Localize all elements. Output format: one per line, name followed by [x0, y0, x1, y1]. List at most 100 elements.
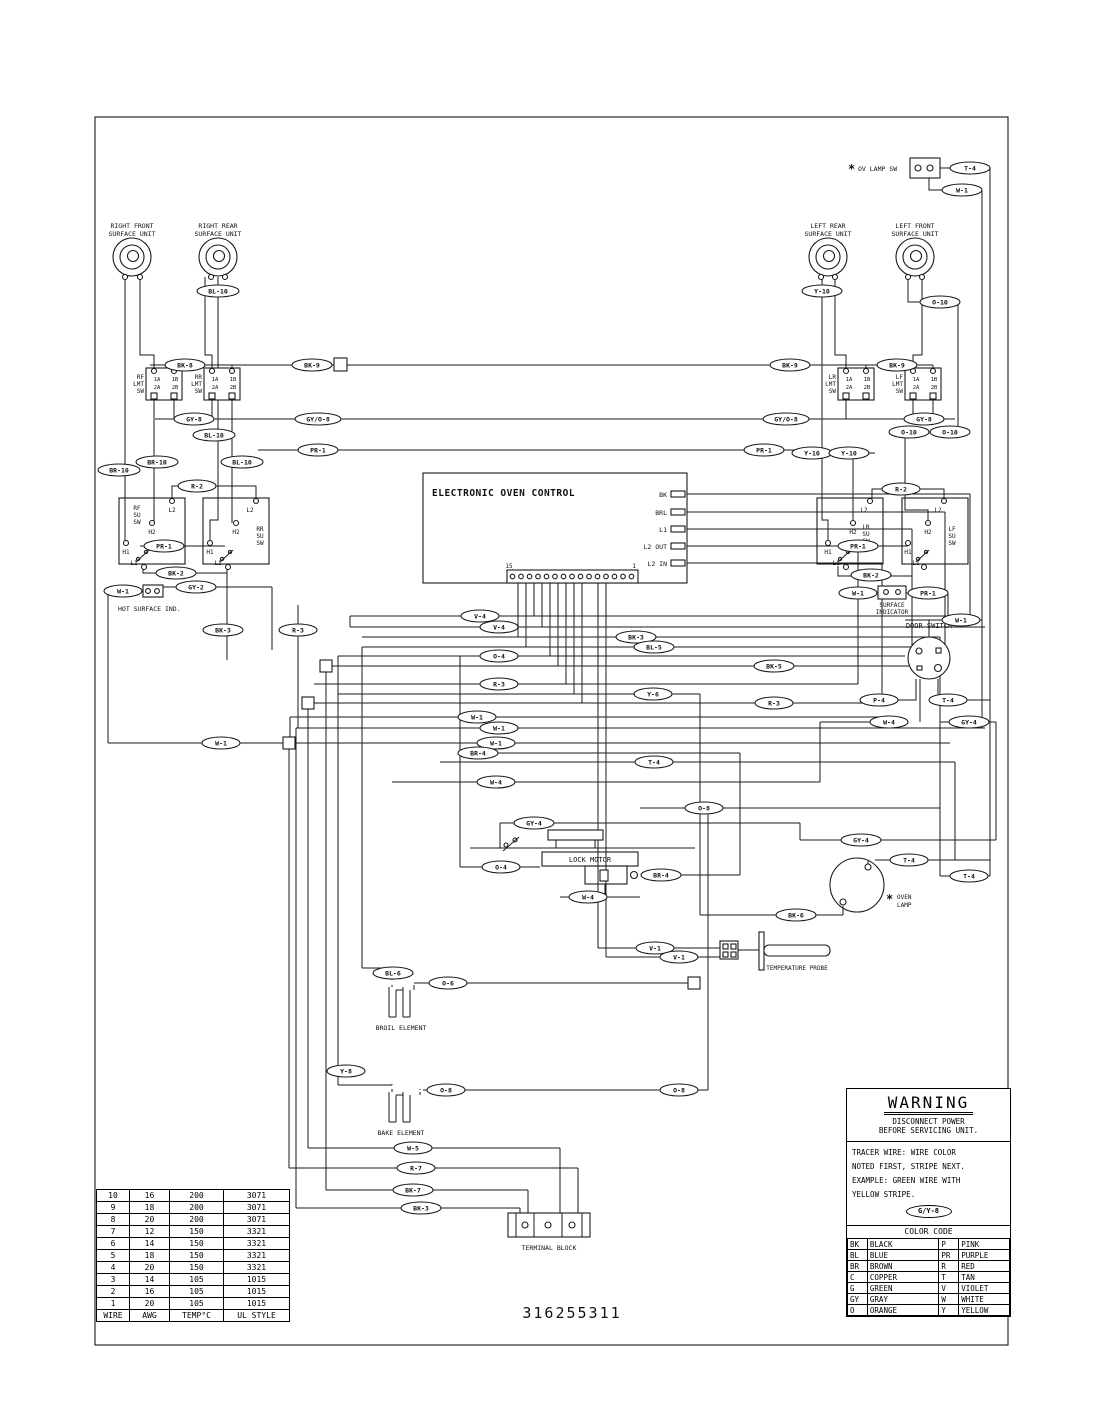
- svg-text:LMT: LMT: [892, 381, 903, 388]
- svg-text:BK-7: BK-7: [405, 1186, 421, 1194]
- pin-15: 15: [505, 563, 513, 570]
- wire-tag: BL-10: [192, 428, 236, 442]
- wire-tag: PR-1: [297, 443, 339, 457]
- svg-text:1A: 1A: [154, 377, 161, 383]
- wire-tag: GY-2: [175, 580, 217, 594]
- svg-text:O-8: O-8: [440, 1086, 452, 1094]
- table-cell: COPPER: [866, 1271, 940, 1283]
- eoc-term-bk: BK: [659, 491, 667, 499]
- wire-tag: O-6: [428, 976, 468, 990]
- svg-text:W-4: W-4: [883, 718, 895, 726]
- table-cell: 2: [96, 1285, 130, 1298]
- table-cell: R: [938, 1260, 960, 1272]
- table-cell: V: [938, 1282, 960, 1294]
- wire-tag: T-4: [634, 755, 674, 769]
- surface-unit-lr: [808, 237, 848, 281]
- table-cell: BROWN: [866, 1260, 940, 1272]
- asterisk-icon: *: [848, 162, 855, 176]
- wire-tag: BK-2: [850, 568, 892, 582]
- wire-tag: GY-4: [840, 833, 882, 847]
- svg-text:BK-9: BK-9: [889, 361, 905, 369]
- table-cell: AWG: [129, 1309, 170, 1322]
- svg-text:GY-8: GY-8: [186, 415, 202, 423]
- table-cell: PINK: [958, 1238, 1010, 1250]
- wire-tag: BK-3: [202, 623, 244, 637]
- asterisk-icon: *: [886, 892, 893, 906]
- wire-tag: PR-1: [837, 539, 879, 553]
- table-cell: 20: [129, 1213, 170, 1226]
- wire-tag: V-4: [460, 609, 500, 623]
- table-cell: 18: [129, 1201, 170, 1214]
- svg-text:BR-10: BR-10: [147, 458, 167, 466]
- warning-panel: WARNING DISCONNECT POWER BEFORE SERVICIN…: [846, 1088, 1011, 1317]
- svg-text:H2: H2: [924, 529, 932, 536]
- svg-text:O-4: O-4: [495, 863, 507, 871]
- svg-text:SW: SW: [256, 540, 264, 547]
- electronic-oven-control: [422, 472, 688, 584]
- svg-text:1B: 1B: [931, 377, 938, 383]
- wire-tag: BK-9: [769, 358, 811, 372]
- tracer-note: TRACER WIRE: WIRE COLOR NOTED FIRST, STR…: [847, 1141, 1010, 1225]
- lf-limit-switch: [904, 367, 942, 401]
- table-cell: BL: [847, 1249, 868, 1261]
- svg-text:2A: 2A: [846, 385, 853, 391]
- svg-text:P-4: P-4: [873, 696, 885, 704]
- rf-surface-switch: [118, 497, 186, 571]
- wire-tag: PR-1: [143, 539, 185, 553]
- oven-lamp-label: OVEN: [897, 894, 912, 901]
- wire-tag: BK-7: [392, 1183, 434, 1197]
- svg-text:R-3: R-3: [292, 626, 304, 634]
- svg-text:BL-10: BL-10: [208, 287, 228, 295]
- rf-limit-switch: [145, 367, 183, 401]
- table-cell: P: [938, 1238, 960, 1250]
- terminal-block: [507, 1212, 591, 1238]
- svg-text:H1: H1: [824, 549, 832, 556]
- table-cell: 105: [169, 1285, 224, 1298]
- wire-tag: P-4: [859, 693, 899, 707]
- table-cell: 16: [129, 1189, 170, 1202]
- svg-text:L2: L2: [246, 507, 254, 514]
- svg-text:SU: SU: [133, 512, 141, 519]
- svg-text:LF: LF: [896, 374, 904, 381]
- tracer-line3: EXAMPLE: GREEN WIRE WITH: [852, 1176, 961, 1185]
- table-cell: G: [847, 1282, 868, 1294]
- table-cell: 14: [129, 1237, 170, 1250]
- table-cell: 1015: [223, 1297, 290, 1310]
- svg-text:RR: RR: [195, 374, 203, 381]
- bake-element-label: BAKE ELEMENT: [378, 1129, 425, 1137]
- color-code-title: COLOR CODE: [847, 1225, 1010, 1238]
- wire-tag: W-5: [393, 1141, 433, 1155]
- wire-tag: BL-10: [196, 284, 240, 298]
- svg-text:O-10: O-10: [942, 428, 958, 436]
- svg-text:SU: SU: [862, 531, 870, 538]
- table-cell: WHITE: [958, 1293, 1010, 1305]
- svg-text:BL-5: BL-5: [646, 643, 662, 651]
- wire-tag: BK-3: [400, 1201, 442, 1215]
- eoc-term-l2in: L2 IN: [647, 560, 667, 568]
- svg-text:GY-4: GY-4: [961, 718, 977, 726]
- wire-tag: PR-1: [907, 586, 949, 600]
- svg-text:PR-1: PR-1: [156, 542, 172, 550]
- wire-tag: T-4: [889, 853, 929, 867]
- svg-text:R-7: R-7: [410, 1164, 422, 1172]
- table-cell: 3071: [223, 1213, 290, 1226]
- svg-text:H1: H1: [122, 549, 130, 556]
- svg-text:LMT: LMT: [133, 381, 144, 388]
- wire-tag: R-2: [881, 482, 921, 496]
- svg-text:L1: L1: [130, 560, 138, 567]
- wire-tag: O-8: [684, 801, 724, 815]
- svg-text:LR: LR: [829, 374, 837, 381]
- svg-text:L2: L2: [860, 507, 868, 514]
- svg-text:BR-10: BR-10: [109, 466, 129, 474]
